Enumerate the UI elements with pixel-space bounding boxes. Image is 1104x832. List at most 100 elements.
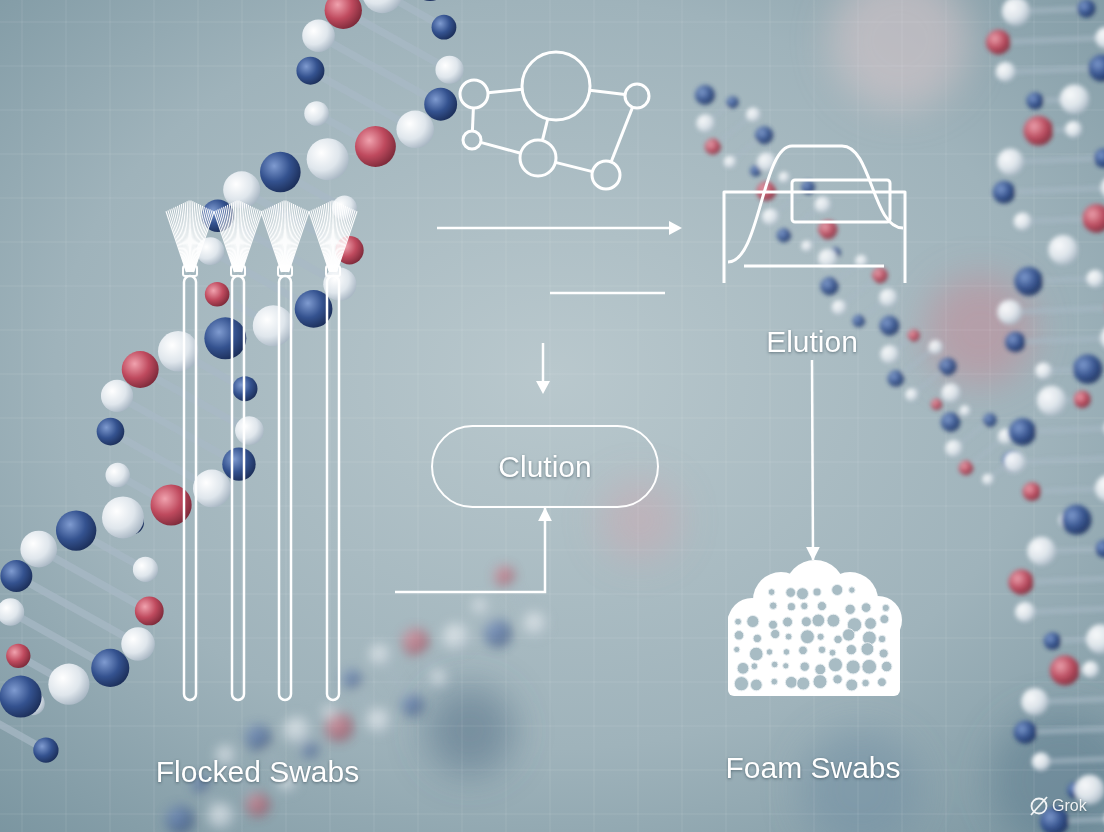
elution-column — [792, 180, 890, 222]
dna-bead — [1014, 721, 1037, 744]
swab-group: Flocked Swabs — [120, 190, 395, 790]
grid-line — [0, 726, 1104, 727]
network-link — [481, 142, 521, 153]
foam-pore — [801, 602, 808, 609]
flow-line — [550, 292, 665, 295]
dna-bead — [302, 19, 335, 52]
dna-rung — [1010, 158, 1104, 162]
dna-bead — [307, 138, 349, 180]
dna-bead — [484, 620, 511, 647]
foam-pore — [832, 584, 843, 595]
foam-pore — [813, 588, 821, 596]
dna-helix — [166, 566, 547, 832]
swab-fibre — [194, 211, 214, 272]
dna-rung — [1015, 338, 1104, 342]
foam-pore — [828, 658, 842, 672]
dna-front — [986, 0, 1104, 832]
dna-rung — [117, 396, 239, 464]
network-node — [522, 52, 590, 120]
dna-bead — [959, 461, 974, 476]
foam-pore — [815, 664, 826, 675]
foam-pore — [771, 629, 780, 638]
grid-line — [0, 330, 1104, 331]
dna-bead — [524, 612, 548, 636]
elution-icon — [724, 146, 905, 283]
dna-bead — [1027, 537, 1056, 566]
dna-bead — [246, 725, 271, 750]
foam-pore — [862, 659, 877, 674]
network-link — [611, 107, 633, 162]
foam-pore — [797, 588, 809, 600]
foam-pore — [817, 602, 826, 611]
swab-icon — [309, 200, 357, 700]
grid-line — [550, 0, 551, 832]
flow-connector — [395, 508, 545, 592]
dna-bead — [879, 288, 898, 307]
foam-pore — [751, 663, 758, 670]
dna-bead — [0, 560, 32, 592]
network-node — [520, 140, 556, 176]
dna-bead — [993, 181, 1015, 203]
dna-bead — [1015, 602, 1036, 623]
dna-bead — [1013, 212, 1032, 231]
foam-pore — [737, 662, 749, 674]
dna-bead — [362, 0, 403, 13]
foam-pore — [833, 675, 842, 684]
grid-line — [638, 0, 639, 832]
foam-pore — [879, 649, 888, 658]
foam-pore — [846, 679, 858, 691]
bokeh-blob — [830, 0, 970, 110]
grid-line — [198, 0, 199, 832]
grid-line — [242, 0, 243, 832]
dna-bead — [205, 282, 230, 307]
dna-bead — [235, 416, 264, 445]
grid-line — [594, 0, 595, 832]
dna-bead — [1003, 451, 1026, 474]
dna-bead — [1082, 661, 1099, 678]
network-node — [463, 131, 481, 149]
dna-bead — [831, 300, 846, 315]
grid-line — [0, 286, 1104, 287]
dna-bead — [1086, 624, 1104, 653]
foam-pore — [842, 629, 854, 641]
grid-line — [0, 22, 1104, 23]
dna-bead — [0, 676, 42, 718]
dna-bead — [696, 114, 715, 133]
dna-bead — [48, 664, 89, 705]
dna-bead — [1086, 270, 1104, 288]
foam-pore — [845, 604, 855, 614]
node-label: Flocked Swabs — [156, 754, 359, 790]
dna-bead — [193, 469, 231, 507]
dna-bead — [122, 351, 159, 388]
grid-line — [0, 550, 1104, 551]
dna-bead — [820, 277, 838, 295]
bokeh-blob — [425, 685, 515, 775]
dna-bead — [1044, 632, 1061, 649]
grid-line — [0, 66, 1104, 67]
process-pill: Clution — [431, 425, 659, 508]
dna-bead — [945, 440, 963, 458]
swab-fibre — [330, 201, 332, 272]
swab-fibre — [289, 211, 309, 272]
dna-bead — [369, 644, 391, 666]
dna-bead — [204, 317, 246, 359]
dna-bead — [724, 155, 737, 168]
grid-line — [770, 0, 771, 832]
foam-pore — [799, 646, 808, 655]
dna-bead — [1032, 752, 1051, 771]
dna-bead — [91, 649, 129, 687]
swab-icon — [214, 200, 262, 700]
network-link — [555, 162, 592, 171]
foam-pore — [812, 614, 825, 627]
dna-bead — [986, 30, 1011, 55]
dna-bead — [905, 388, 919, 402]
dna-bead — [1065, 121, 1082, 138]
swab-collar — [183, 266, 197, 276]
dna-bead — [1060, 84, 1090, 114]
foam-swab-group: Foam Swabs — [700, 560, 926, 786]
foam-pore — [734, 646, 740, 652]
swab-fibre — [331, 200, 333, 272]
dna-bead — [102, 496, 144, 538]
